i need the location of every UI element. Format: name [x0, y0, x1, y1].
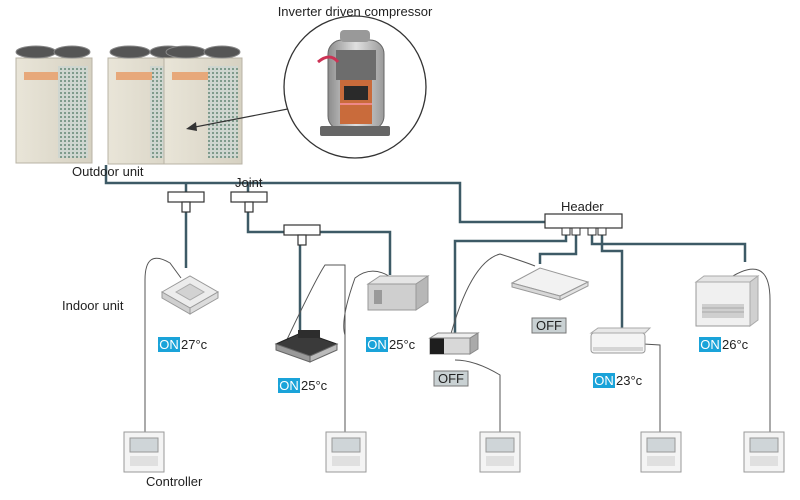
ceiling-concealed-duct-unit: [274, 330, 339, 363]
status-off-text: OFF: [536, 318, 562, 333]
controller-label: Controller: [146, 474, 203, 489]
controller-4: [640, 431, 682, 473]
status-badge: ON 25°c: [366, 337, 416, 352]
status-badge: ON 25°c: [278, 378, 328, 393]
temperature-text: 23°c: [616, 373, 643, 388]
floor-standing-unit: [694, 275, 760, 327]
compressor-arrow: [186, 106, 299, 131]
header-manifold: [544, 213, 623, 236]
outdoor-unit-label: Outdoor unit: [72, 164, 144, 179]
status-badge: ON 27°c: [158, 337, 208, 352]
status-badge: OFF: [433, 370, 469, 387]
status-on-text: ON: [594, 373, 614, 388]
status-on-text: ON: [367, 337, 387, 352]
controller-3: [479, 431, 521, 473]
status-badge: ON 23°c: [593, 373, 643, 388]
joint-label: Joint: [235, 175, 263, 190]
temperature-text: 26°c: [722, 337, 749, 352]
ducted-box-unit: [366, 275, 430, 311]
controller-5: [743, 431, 785, 473]
temperature-text: 25°c: [301, 378, 328, 393]
temperature-text: 25°c: [389, 337, 416, 352]
status-on-text: ON: [279, 378, 299, 393]
status-badge: ON 26°c: [699, 337, 749, 352]
controller-1: [123, 431, 165, 473]
status-on-text: ON: [159, 337, 179, 352]
wall-mounted-unit: [589, 327, 652, 354]
outdoor-unit-right: [163, 45, 243, 165]
indoor-unit-label: Indoor unit: [62, 298, 124, 313]
status-on-text: ON: [700, 337, 720, 352]
joint-fitting-2: [230, 191, 268, 213]
compressor-illustration: [283, 15, 427, 159]
status-badge: OFF: [531, 317, 567, 334]
status-off-text: OFF: [438, 371, 464, 386]
refrigerant-piping: [104, 165, 747, 338]
ceiling-cassette-unit: [160, 275, 220, 315]
joint-fitting-1: [167, 191, 205, 213]
temperature-text: 27°c: [181, 337, 208, 352]
outdoor-unit-left: [15, 45, 93, 164]
header-label: Header: [561, 199, 604, 214]
controller-2: [325, 431, 367, 473]
compressor-label: Inverter driven compressor: [278, 4, 433, 19]
ceiling-duct-unit: [428, 332, 480, 355]
joint-fitting-3: [283, 224, 321, 246]
ceiling-suspended-unit: [510, 267, 590, 301]
